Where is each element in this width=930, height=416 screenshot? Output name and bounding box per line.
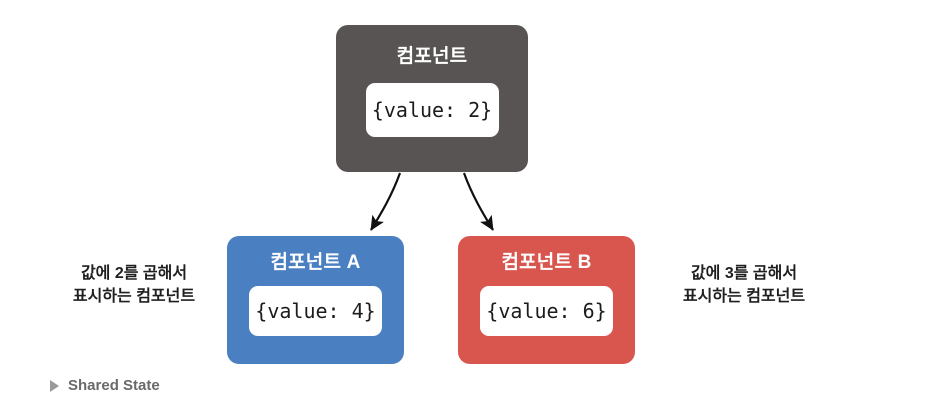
value-text-root: {value: 2} [371, 98, 493, 122]
component-card-root[interactable]: 컴포넌트 {value: 2} [336, 25, 528, 172]
triangle-right-icon [50, 379, 59, 392]
annotation-a-line2: 표시하는 컴포넌트 [72, 288, 196, 306]
component-card-a[interactable]: 컴포넌트 A {value: 4} [227, 236, 404, 364]
value-chip-b: {value: 6} [480, 286, 613, 336]
arrow-root-to-b [462, 172, 494, 231]
component-title-b: 컴포넌트 B [501, 252, 592, 273]
value-text-b: {value: 6} [486, 299, 607, 323]
diagram-caption[interactable]: Shared State [50, 378, 160, 393]
annotation-component-a: 값에 2를 곱해서 표시하는 컴포넌트 [46, 262, 222, 308]
component-title-root: 컴포넌트 [396, 46, 468, 67]
value-chip-root: {value: 2} [365, 83, 499, 137]
annotation-a-line1: 값에 2를 곱해서 [80, 265, 188, 282]
component-title-a: 컴포넌트 A [270, 252, 361, 273]
annotation-component-b: 값에 3를 곱해서 표시하는 컴포넌트 [651, 262, 837, 308]
annotation-b-line1: 값에 3를 곱해서 [690, 265, 798, 282]
value-text-a: {value: 4} [255, 299, 376, 323]
annotation-b-line2: 표시하는 컴포넌트 [682, 288, 806, 306]
arrow-root-to-a [370, 172, 402, 231]
component-card-b[interactable]: 컴포넌트 B {value: 6} [458, 236, 635, 364]
value-chip-a: {value: 4} [249, 286, 382, 336]
diagram-caption-label: Shared State [68, 377, 160, 394]
